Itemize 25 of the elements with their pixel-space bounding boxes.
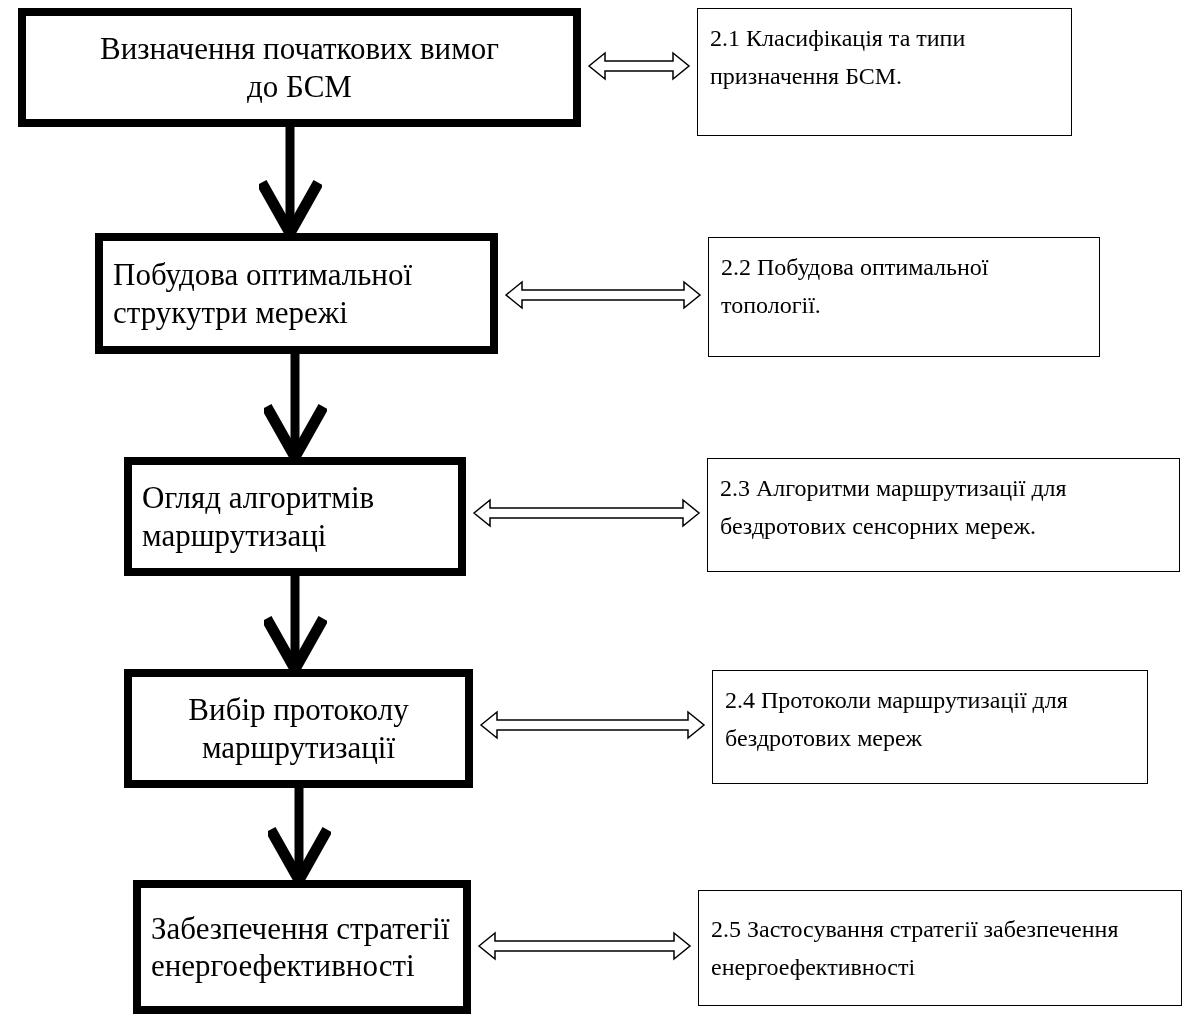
section-box	[697, 8, 1072, 136]
double-arrow	[479, 710, 706, 740]
box-text: Побудова оптимальної струкутри мережі	[113, 256, 413, 331]
box-text: 2.5 Застосування стратегії забезпечення енергоефективності	[711, 914, 1120, 982]
process-box	[95, 233, 498, 354]
box-text: 2.3 Алгоритми маршрутизації для бездротових сенсорних мереж.	[720, 474, 1068, 542]
double-arrow	[587, 51, 691, 81]
double-arrow	[472, 498, 701, 528]
process-box	[124, 669, 473, 788]
section-box	[698, 890, 1182, 1006]
section-box	[712, 670, 1148, 784]
process-box	[18, 8, 581, 127]
box-text: Визначення початкових вимог до БСМ	[99, 30, 500, 105]
section-box	[707, 458, 1180, 572]
section-box	[708, 237, 1100, 357]
box-text: 2.4 Протоколи маршрутизації для бездротових мереж	[725, 686, 1069, 754]
double-arrow	[477, 931, 692, 961]
process-box	[133, 880, 471, 1014]
box-text: Огляд алгоритмів маршрутизаці	[142, 479, 376, 554]
double-arrow	[504, 280, 702, 310]
box-text: 2.1 Класифікація та типи призначення БСМ.	[710, 24, 967, 92]
box-text: Вибір протоколу маршрутизації	[187, 691, 410, 766]
box-text: 2.2 Побудова оптимальної топології.	[721, 253, 990, 321]
process-box	[124, 457, 466, 576]
box-text: Забезпечення стратегії енергоефективності	[151, 909, 451, 985]
